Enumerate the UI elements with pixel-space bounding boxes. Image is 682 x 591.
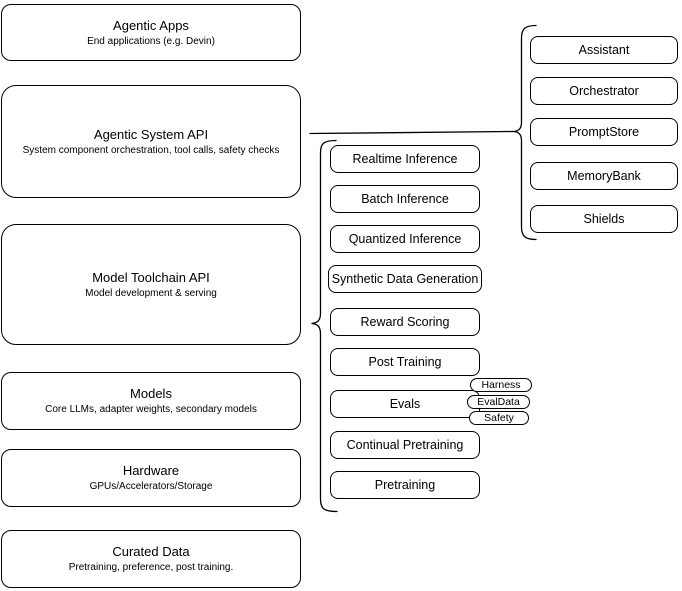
box-subtitle: Pretraining, preference, post training. — [68, 562, 234, 573]
node-pretraining: Pretraining — [330, 471, 480, 499]
box-agentic-apps: Agentic Apps End applications (e.g. Devi… — [1, 4, 301, 61]
tag-safety: Safety — [469, 411, 529, 425]
box-title: Hardware — [122, 463, 180, 478]
box-curated-data: Curated Data Pretraining, preference, po… — [1, 530, 301, 588]
box-subtitle: Core LLMs, adapter weights, secondary mo… — [45, 404, 257, 415]
node-synthetic-data-generation: Synthetic Data Generation — [328, 265, 482, 293]
box-title: Agentic Apps — [113, 17, 189, 33]
node-continual-pretraining: Continual Pretraining — [330, 431, 480, 459]
box-title: Curated Data — [112, 544, 190, 559]
box-models: Models Core LLMs, adapter weights, secon… — [1, 372, 301, 430]
box-title: Agentic System API — [93, 126, 209, 142]
box-hardware: Hardware GPUs/Accelerators/Storage — [1, 449, 301, 507]
box-subtitle: Model development & serving — [85, 287, 217, 299]
node-evals: Evals — [330, 390, 480, 418]
node-quantized-inference: Quantized Inference — [330, 225, 480, 253]
node-shields: Shields — [530, 205, 678, 233]
box-subtitle: System component orchestration, tool cal… — [22, 144, 280, 156]
box-subtitle: GPUs/Accelerators/Storage — [89, 481, 213, 492]
node-assistant: Assistant — [530, 36, 678, 64]
box-agentic-system-api: Agentic System API System component orch… — [1, 85, 301, 198]
node-promptstore: PromptStore — [530, 118, 678, 146]
tag-harness: Harness — [470, 378, 532, 392]
node-memorybank: MemoryBank — [530, 162, 678, 190]
box-title: Models — [130, 386, 172, 401]
box-subtitle: End applications (e.g. Devin) — [87, 35, 215, 47]
connector-line — [309, 130, 514, 135]
tag-evaldata: EvalData — [467, 395, 530, 409]
node-post-training: Post Training — [330, 348, 480, 376]
node-orchestrator: Orchestrator — [530, 77, 678, 105]
node-reward-scoring: Reward Scoring — [330, 308, 480, 336]
node-realtime-inference: Realtime Inference — [330, 145, 480, 173]
node-batch-inference: Batch Inference — [330, 185, 480, 213]
box-model-toolchain-api: Model Toolchain API Model development & … — [1, 224, 301, 345]
box-title: Model Toolchain API — [92, 269, 210, 285]
